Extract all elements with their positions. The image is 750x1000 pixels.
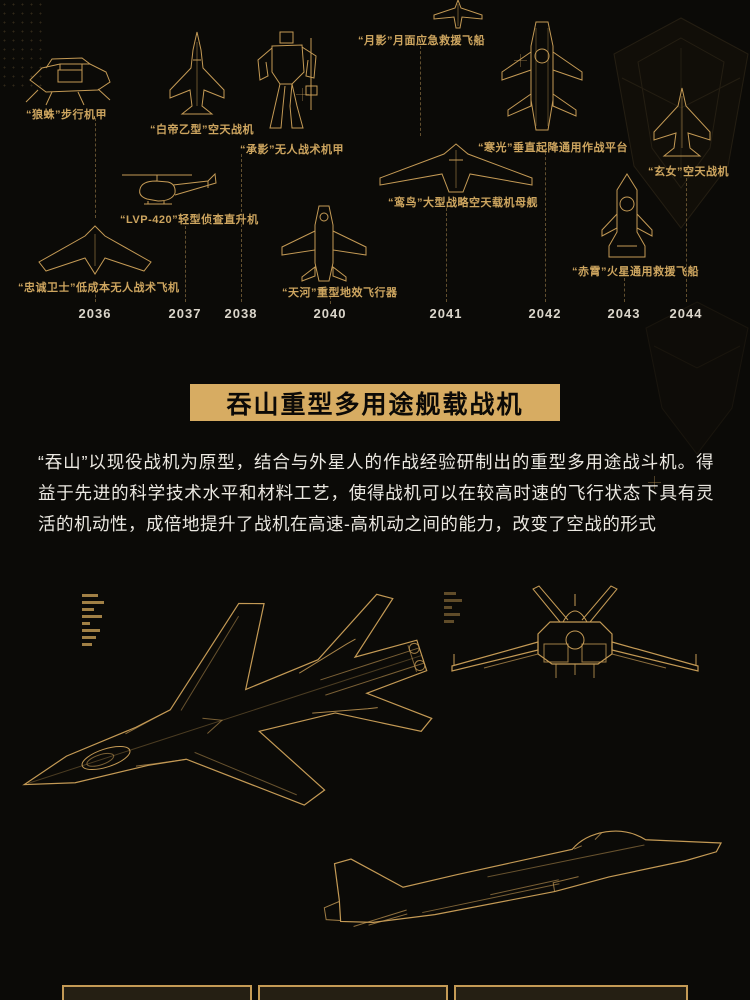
tianhe-craft-drawing xyxy=(278,203,370,285)
tunshan-front-view-drawing xyxy=(440,582,710,722)
timeline-year: 2042 xyxy=(528,306,562,321)
yueying-label: “月影”月面应急救援飞船 xyxy=(358,35,485,47)
bottom-table-cell xyxy=(62,985,252,1000)
faction-emblem-watermark xyxy=(644,300,750,470)
timeline-connector xyxy=(95,118,96,218)
loyal-guardian-label: “忠诚卫士”低成本无人战术飞机 xyxy=(18,282,180,294)
chixiao-ship-drawing xyxy=(596,172,658,262)
wolf-spider-label: “狼蛛”步行机甲 xyxy=(26,109,107,121)
tunshan-top-view-drawing xyxy=(0,539,465,900)
bottom-table-cell xyxy=(258,985,448,1000)
timeline-connector xyxy=(420,46,421,136)
timeline-year: 2044 xyxy=(669,306,703,321)
luanniao-label: “鸾鸟”大型战略空天载机母舰 xyxy=(388,197,538,209)
hanguang-platform-drawing xyxy=(494,18,590,136)
chixiao-label: “赤霄”火星通用救援飞船 xyxy=(572,266,699,278)
xuannv-label: “玄女”空天战机 xyxy=(648,166,729,178)
timeline-year: 2036 xyxy=(78,306,112,321)
loyal-guardian-drone-drawing xyxy=(34,222,156,280)
tunshan-side-view-drawing xyxy=(303,796,737,985)
barcode-detail-marks xyxy=(444,592,462,627)
baidi-label: “白帝乙型”空天战机 xyxy=(150,124,254,136)
feature-description: “吞山”以现役战机为原型，结合与外星人的作战经验研制出的重型多用途战斗机。得益于… xyxy=(38,452,714,534)
timeline-year: 2043 xyxy=(607,306,641,321)
timeline-year: 2037 xyxy=(168,306,202,321)
timeline-connector xyxy=(686,178,687,302)
luanniao-carrier-drawing xyxy=(375,140,537,198)
crosshair-mark xyxy=(648,476,661,489)
timeline-connector xyxy=(330,296,331,304)
barcode-detail-marks xyxy=(82,594,104,650)
timeline-year: 2040 xyxy=(313,306,347,321)
timeline-year: 2041 xyxy=(429,306,463,321)
timeline-connector xyxy=(241,154,242,302)
chengying-mecha-drawing xyxy=(248,26,326,138)
crosshair-mark xyxy=(296,88,309,101)
timeline-connector xyxy=(185,226,186,302)
hanguang-label: “寒光”垂直起降通用作战平台 xyxy=(478,142,628,154)
timeline-connector xyxy=(545,152,546,302)
chengying-label: “承影”无人战术机甲 xyxy=(240,144,344,156)
feature-title: 吞山重型多用途舰载战机 xyxy=(226,390,524,419)
timeline-year: 2038 xyxy=(224,306,258,321)
timeline-connector xyxy=(95,290,96,302)
faction-emblem-watermark xyxy=(612,16,750,256)
bottom-table-cell xyxy=(454,985,688,1000)
crosshair-mark xyxy=(514,54,527,67)
timeline-connector xyxy=(446,208,447,302)
feature-title-banner: 吞山重型多用途舰载战机 xyxy=(190,384,560,421)
tianhe-label: “天河”重型地效飞行器 xyxy=(282,287,398,299)
baidi-jet-drawing xyxy=(166,30,228,122)
lvp420-label: “LVP-420”轻型侦查直升机 xyxy=(120,214,259,226)
yueying-craft-drawing xyxy=(430,0,486,30)
xuannv-jet-drawing xyxy=(648,86,716,162)
dot-texture xyxy=(0,0,46,92)
wolf-spider-mecha-drawing xyxy=(16,52,116,107)
lvp420-helicopter-drawing xyxy=(118,168,220,210)
timeline-connector xyxy=(624,278,625,302)
